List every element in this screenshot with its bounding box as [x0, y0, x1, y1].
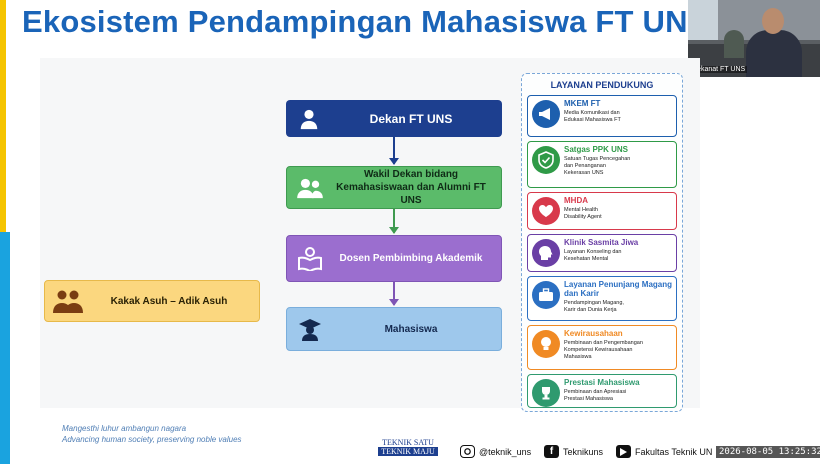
service-desc-line: dan Penanganan: [564, 163, 606, 169]
head-mind-icon: [532, 239, 560, 267]
service-card-kewirausahaan: Kewirausahaan Pembinaan dan Pengembangan…: [527, 325, 677, 370]
service-desc-mkem: Media Komunikasi dan Edukasi Mahasiswa F…: [564, 110, 621, 124]
service-desc-line: Kekerasan UNS: [564, 170, 604, 176]
service-desc-line: Kompetensi Kewirausahaan: [564, 347, 633, 353]
service-desc-mhda: Mental Health Disability Agent: [564, 207, 602, 221]
service-desc-line: Media Komunikasi dan: [564, 110, 620, 116]
node-wakil-line1: Wakil Dekan bidang: [363, 169, 459, 180]
service-card-prestasi: Prestasi Mahasiswa Pembinaan dan Apresia…: [527, 374, 677, 408]
graduate-icon: [287, 308, 333, 350]
service-desc-line: Disability Agent: [564, 214, 602, 220]
footer-quote: Mangesthi luhur ambangun nagara Advancin…: [62, 423, 242, 445]
quote-line-2: Advancing human society, preserving nobl…: [62, 435, 242, 444]
quote-line-1: Mangesthi luhur ambangun nagara: [62, 424, 187, 433]
node-dekan: Dekan FT UNS: [286, 100, 502, 137]
service-card-magang: Layanan Penunjang Magang dan Karir Penda…: [527, 276, 677, 321]
youtube-channel: Fakultas Teknik UN: [635, 446, 713, 457]
service-desc-line: Karir dan Dunia Kerja: [564, 307, 617, 313]
timestamp-overlay: 2026-08-05 13:25:32: [716, 446, 820, 458]
service-desc-kewirausahaan: Pembinaan dan Pengembangan Kompetensi Ke…: [564, 340, 643, 361]
service-desc-line: Pembinaan dan Apresiasi: [564, 389, 627, 395]
node-kakak-asuh: Kakak Asuh – Adik Asuh: [44, 280, 260, 322]
brand-line-1: TEKNIK SATU: [382, 438, 434, 447]
service-desc-klinik: Layanan Konseling dan Kesehatan Mental: [564, 249, 638, 263]
instagram-handle: @teknik_uns: [479, 446, 532, 457]
service-card-mhda: MHDA Mental Health Disability Agent: [527, 192, 677, 230]
youtube-link[interactable]: Fakultas Teknik UN: [616, 445, 712, 458]
node-mahasiswa: Mahasiswa: [286, 307, 502, 351]
webcam-person-head: [762, 8, 784, 34]
arrow-wakil-dosen: [389, 209, 399, 234]
briefcase-icon: [532, 281, 560, 309]
heart-hand-icon: [532, 197, 560, 225]
node-kakak-asuh-label: Kakak Asuh – Adik Asuh: [110, 295, 228, 307]
service-title-mkem: MKEM FT: [564, 99, 601, 108]
service-desc-line: Mental Health: [564, 207, 598, 213]
service-title-kewirausahaan: Kewirausahaan: [564, 329, 623, 338]
accent-bar-blue: [0, 232, 10, 464]
webcam-person-secondary: [724, 30, 744, 58]
service-title-klinik: Klinik Sasmita Jiwa: [564, 238, 639, 247]
service-title-prestasi: Prestasi Mahasiswa: [564, 378, 640, 387]
service-desc-line: Pendampingan Magang,: [564, 300, 624, 306]
support-title: LAYANAN PENDUKUNG: [550, 80, 654, 90]
teacher-book-icon: [287, 236, 333, 281]
brand-logo-text: TEKNIK SATU TEKNIK MAJU: [378, 438, 438, 456]
slide-title: Ekosistem Pendampingan Mahasiswa FT UN: [22, 4, 688, 39]
node-wakil-dekan: Wakil Dekan bidang Kemahasiswaan dan Alu…: [286, 166, 502, 209]
node-dekan-label: Dekan FT UNS: [369, 111, 453, 126]
facebook-handle: Teknikuns: [563, 446, 604, 457]
service-desc-line: Edukasi Mahasiswa FT: [564, 117, 621, 123]
service-desc-line: Layanan Konseling dan: [564, 249, 622, 255]
service-desc-line: Kesehatan Mental: [564, 256, 609, 262]
service-title-magang: Layanan Penunjang Magang dan Karir: [564, 280, 673, 298]
service-card-klinik: Klinik Sasmita Jiwa Layanan Konseling da…: [527, 234, 677, 272]
facebook-icon: f: [544, 445, 559, 458]
service-desc-satgas: Satuan Tugas Pencegahan dan Penanganan K…: [564, 156, 630, 177]
node-mahasiswa-label: Mahasiswa: [384, 323, 438, 335]
service-desc-line: Pembinaan dan Pengembangan: [564, 340, 643, 346]
node-dosen-label: Dosen Pembimbing Akademik: [339, 253, 483, 264]
trophy-icon: [532, 379, 560, 407]
youtube-icon: [616, 445, 631, 458]
group-icon: [287, 167, 333, 208]
webcam-window: [688, 0, 718, 40]
arrow-dosen-mahasiswa: [389, 282, 399, 306]
service-title-mhda: MHDA: [564, 196, 588, 205]
user-icon: [286, 100, 332, 137]
node-wakil-dekan-label: Wakil Dekan bidang Kemahasiswaan dan Alu…: [333, 168, 501, 207]
arrow-dekan-wakil: [389, 137, 399, 165]
service-desc-line: Satuan Tugas Pencegahan: [564, 156, 631, 162]
facebook-link[interactable]: f Teknikuns: [544, 445, 603, 458]
node-dosen: Dosen Pembimbing Akademik: [286, 235, 502, 282]
lightbulb-icon: [532, 330, 560, 358]
brand-line-2: TEKNIK MAJU: [378, 447, 438, 456]
megaphone-icon: [532, 100, 560, 128]
support-services-box: LAYANAN PENDUKUNG MKEM FT Media Komunika…: [521, 73, 683, 412]
service-card-mkem: MKEM FT Media Komunikasi dan Edukasi Mah…: [527, 95, 677, 137]
service-desc-prestasi: Pembinaan dan Apresiasi Prestasi Mahasis…: [564, 389, 640, 403]
shield-check-icon: [532, 146, 560, 174]
instagram-link[interactable]: @teknik_uns: [460, 445, 531, 458]
service-title-satgas: Satgas PPK UNS: [564, 145, 629, 154]
instagram-icon: [460, 445, 475, 458]
service-card-satgas: Satgas PPK UNS Satuan Tugas Pencegahan d…: [527, 141, 677, 188]
webcam-participant-label: Dekanat FT UNS: [690, 66, 748, 73]
service-desc-line: Prestasi Mahasiswa: [564, 396, 613, 402]
service-desc-line: Mahasiswa: [564, 354, 592, 360]
peers-icon: [45, 281, 91, 321]
accent-bar-yellow: [0, 0, 6, 232]
service-desc-magang: Pendampingan Magang, Karir dan Dunia Ker…: [564, 300, 676, 314]
node-wakil-line2: Kemahasiswaan dan Alumni FT UNS: [336, 182, 486, 206]
webcam-person-body: [746, 30, 802, 77]
webcam-tile[interactable]: Dekanat FT UNS: [688, 0, 820, 77]
